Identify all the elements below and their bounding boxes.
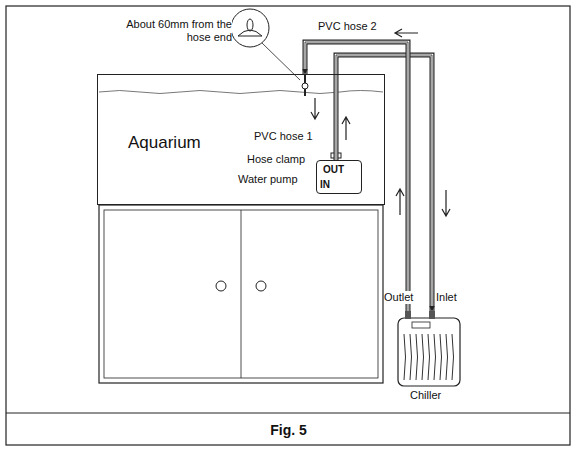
cabinet [99,205,383,383]
part-label: Hose clamp [247,153,305,166]
flow-arrow [442,190,450,216]
cabinet-inset [104,210,378,378]
node-label: Chiller [410,389,441,402]
chiller-body [398,318,460,386]
grille-line [404,334,406,380]
hose-core [336,55,432,311]
figure-frame [6,6,570,445]
outlet-fitting [405,311,411,319]
node-label: IN [320,179,330,191]
hose-connector [305,42,408,311]
node-label: OUT [323,164,344,176]
hose-outline [336,55,432,311]
figure-caption: Fig. 5 [0,422,577,438]
hose-hole [302,83,308,89]
door-split [241,210,242,378]
caption-rule [6,413,570,414]
door-knob [216,281,226,291]
grille-line [434,334,436,380]
detail-circle [231,9,269,47]
port-label: Outlet [384,291,413,304]
flow-arrow [396,189,404,215]
flow-arrow [311,98,319,119]
callout-note: About 60mm from the hose end [120,18,232,44]
grille-line [440,334,442,380]
node-label: Aquarium [128,133,201,152]
hose-core [305,42,408,311]
water-pump: OUT IN [316,160,362,194]
inlet-fitting [429,311,435,319]
chiller-panel [412,322,430,328]
flow-arrow [395,29,418,37]
grille-line [410,334,412,380]
hose-connector [336,55,432,311]
chiller-grille [404,334,454,380]
part-label: Water pump [238,173,298,186]
hose-label: PVC hose 2 [318,20,377,33]
flow-arrow [342,117,350,140]
port-label: Inlet [436,291,457,304]
grille-line [428,334,430,380]
grille-line [416,334,418,380]
water-line [99,91,383,94]
grille-line [452,334,454,380]
door-knob [256,281,266,291]
grille-line [446,334,448,380]
grille-line [422,334,424,380]
chiller-unit: Chiller [398,318,460,386]
detail-hole [247,19,253,31]
hose-label: PVC hose 1 [254,130,313,143]
hose-outline [305,42,408,311]
